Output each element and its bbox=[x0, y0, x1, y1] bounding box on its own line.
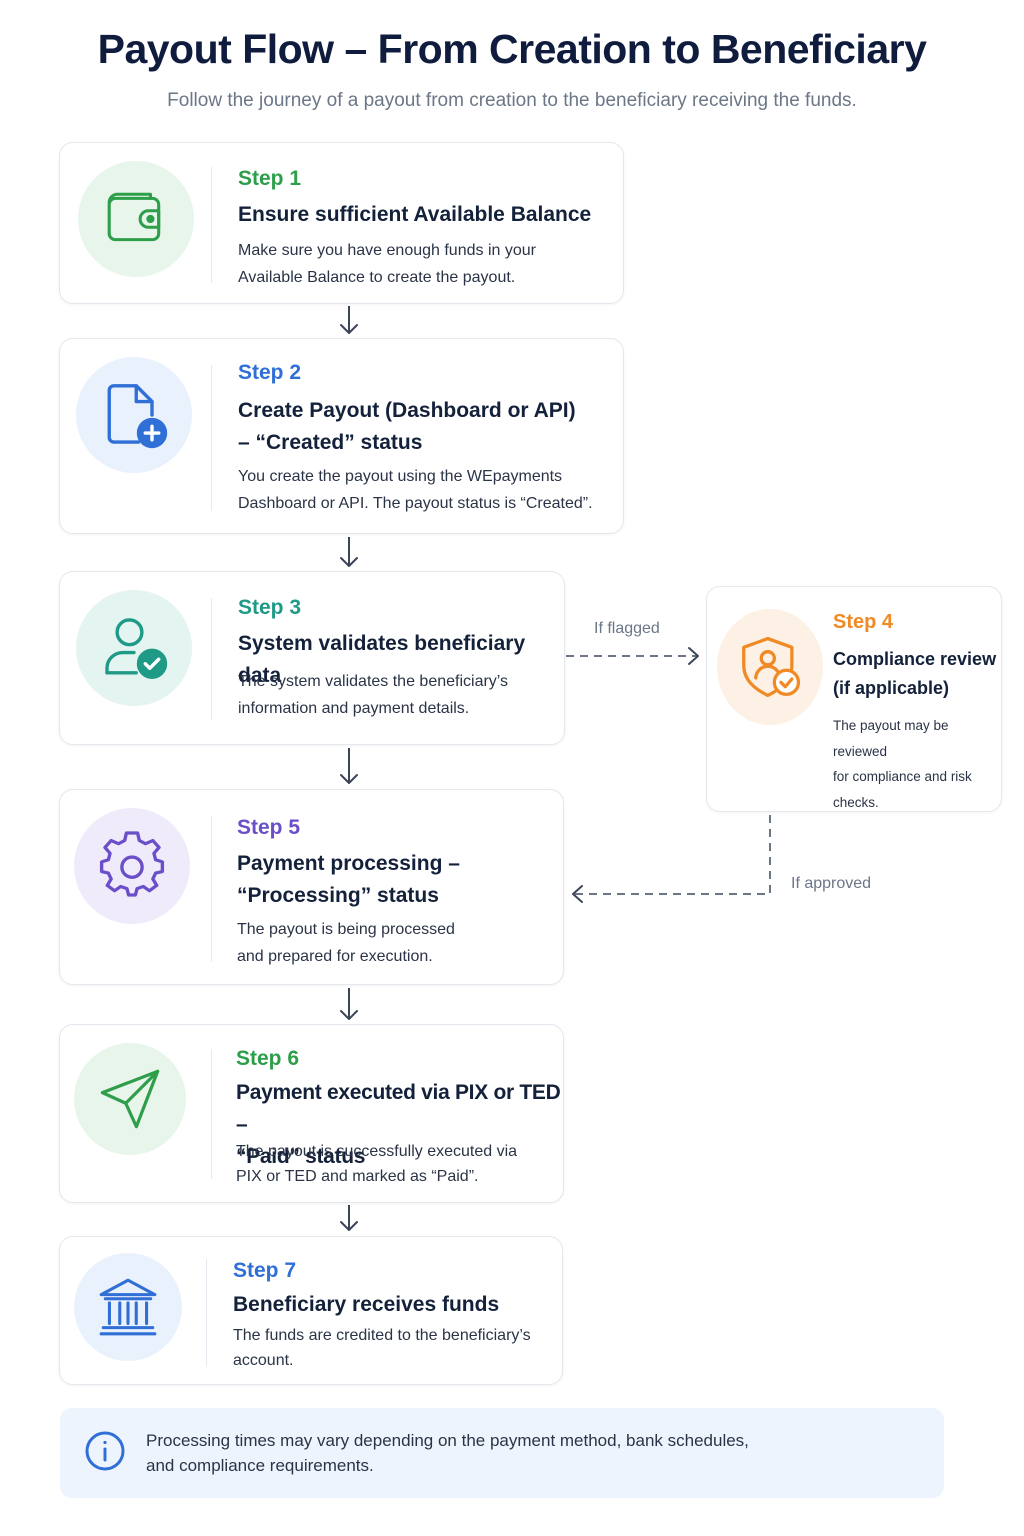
info-note: Processing times may vary depending on t… bbox=[60, 1408, 944, 1498]
step-3-card: Step 3 System validates beneficiary data… bbox=[59, 571, 565, 745]
arrow-step1-to-step2 bbox=[340, 306, 358, 334]
step-7-icon-circle bbox=[74, 1253, 182, 1361]
step-1-divider bbox=[211, 167, 212, 283]
document-add-icon bbox=[107, 384, 168, 449]
step-4-card: Step 4 Compliance review (if applicable)… bbox=[706, 586, 1002, 812]
step-2-card: Step 2 Create Payout (Dashboard or API) … bbox=[59, 338, 624, 534]
info-icon bbox=[85, 1431, 125, 1471]
shield-user-icon bbox=[742, 636, 801, 698]
step-6-icon-circle bbox=[74, 1043, 186, 1155]
step-2-label: Step 2 bbox=[238, 361, 302, 384]
step-6-card: Step 6 Payment executed via PIX or TED –… bbox=[59, 1024, 564, 1203]
step-5-description: The payout is being processed and prepar… bbox=[237, 921, 455, 965]
arrow-step5-to-step6 bbox=[340, 988, 358, 1020]
arrow-step3-to-step5 bbox=[340, 748, 358, 784]
arrow-step2-to-step3 bbox=[340, 537, 358, 567]
step-3-label: Step 3 bbox=[238, 596, 302, 619]
step-4-title: Compliance review (if applicable) bbox=[833, 649, 997, 698]
step-5-label: Step 5 bbox=[237, 816, 301, 839]
step-7-label: Step 7 bbox=[233, 1259, 297, 1282]
step-2-title: Create Payout (Dashboard or API) – “Crea… bbox=[238, 399, 576, 454]
page-title: Payout Flow – From Creation to Beneficia… bbox=[97, 26, 927, 72]
step-5-title: Payment processing – “Processing” status bbox=[237, 852, 460, 907]
step-1-title: Ensure sufficient Available Balance bbox=[238, 203, 592, 226]
step-7-card: Step 7 Beneficiary receives funds The fu… bbox=[59, 1236, 563, 1385]
paper-plane-icon bbox=[100, 1069, 160, 1129]
step-6-title: Payment executed via PIX or TED – “Paid”… bbox=[236, 1081, 561, 1168]
step-7-divider bbox=[206, 1259, 207, 1367]
branch-label-approved: If approved bbox=[791, 875, 872, 892]
step-4-icon-circle bbox=[717, 609, 823, 725]
wallet-icon bbox=[107, 192, 161, 242]
step-7-title: Beneficiary receives funds bbox=[233, 1293, 500, 1316]
step-5-divider bbox=[211, 816, 212, 962]
branch-label-flagged: If flagged bbox=[594, 620, 660, 637]
step-5-card: Step 5 Payment processing – “Processing”… bbox=[59, 789, 564, 985]
step-6-description: The payout is successfully executed via … bbox=[236, 1143, 518, 1185]
step-1-label: Step 1 bbox=[238, 167, 302, 190]
step-2-description: You create the payout using the WEpaymen… bbox=[238, 468, 593, 512]
step-3-title: System validates beneficiary data bbox=[238, 632, 526, 687]
page-subtitle: Follow the journey of a payout from crea… bbox=[167, 90, 857, 111]
step-6-divider bbox=[211, 1049, 212, 1179]
step-1-icon-circle bbox=[78, 161, 194, 277]
step-3-divider bbox=[211, 598, 212, 720]
step-2-divider bbox=[211, 365, 212, 511]
step-2-icon-circle bbox=[76, 357, 192, 473]
step-1-card: Step 1 Ensure sufficient Available Balan… bbox=[59, 142, 624, 304]
arrow-approved-to-step5 bbox=[572, 815, 771, 903]
step-5-icon-circle bbox=[74, 808, 190, 924]
info-note-text: Processing times may vary depending on t… bbox=[146, 1431, 749, 1475]
step-3-icon-circle bbox=[76, 590, 192, 706]
gear-icon bbox=[99, 831, 165, 897]
bank-icon bbox=[99, 1278, 157, 1336]
step-7-description: The funds are credited to the beneficiar… bbox=[233, 1327, 531, 1369]
arrow-step6-to-step7 bbox=[340, 1205, 358, 1231]
user-check-icon bbox=[105, 618, 168, 679]
step-4-description: The payout may be reviewed for complianc… bbox=[833, 718, 972, 810]
step-4-label: Step 4 bbox=[833, 611, 894, 633]
step-3-description: The system validates the beneficiary’s i… bbox=[238, 673, 509, 717]
step-1-description: Make sure you have enough funds in your … bbox=[238, 242, 536, 286]
step-6-label: Step 6 bbox=[236, 1047, 300, 1070]
arrow-flagged-to-step4 bbox=[566, 647, 699, 665]
